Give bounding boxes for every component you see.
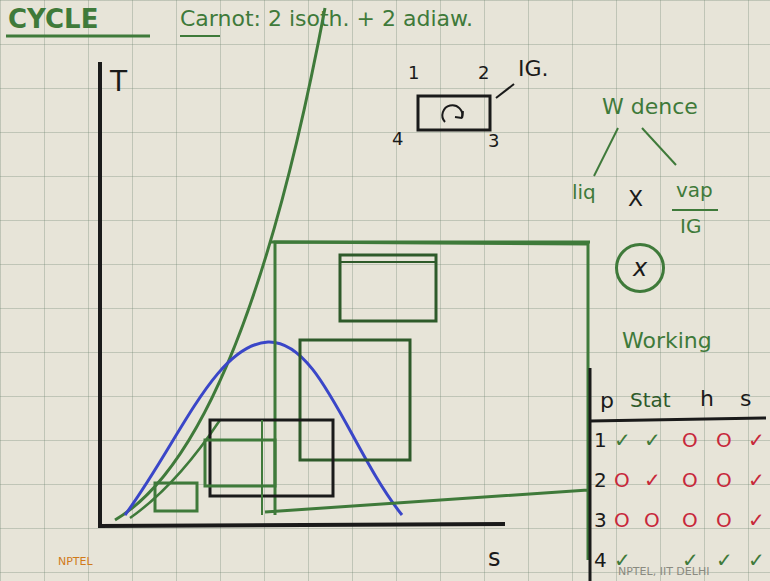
branch-line	[594, 128, 618, 176]
table-rule	[589, 368, 592, 581]
title-underline	[6, 35, 150, 38]
table-cell: ✓	[748, 510, 765, 530]
row-number: 1	[594, 430, 607, 450]
table-header: h	[700, 388, 714, 410]
isobar-curve	[115, 8, 325, 520]
table-cell: O	[716, 470, 732, 490]
cycle-line	[261, 420, 263, 515]
row-number: 4	[594, 550, 607, 570]
cycle-rect	[155, 483, 197, 511]
row-number: 2	[594, 470, 607, 490]
state-number: 2	[478, 64, 489, 82]
table-header: p	[600, 390, 614, 412]
table-cell: ✓	[644, 470, 661, 490]
label: IG	[680, 216, 701, 236]
table-header: s	[740, 388, 751, 410]
state-number: 4	[392, 130, 403, 148]
table-cell: ✓	[614, 430, 631, 450]
label: liq	[572, 182, 596, 202]
table-rule	[590, 418, 766, 421]
leader-line	[496, 84, 514, 98]
saturation-dome	[125, 342, 402, 515]
table-header: Stat	[630, 390, 671, 410]
axis-label: s	[488, 546, 501, 570]
table-cell: O	[682, 470, 698, 490]
title: CYCLE	[8, 6, 98, 32]
cycle-rect	[205, 440, 275, 486]
heading-note: Carnot: 2 isoth. + 2 adiaw.	[180, 8, 473, 30]
table-cell: ✓	[716, 550, 733, 570]
axis-label: T	[110, 68, 127, 96]
branch-line	[642, 128, 676, 165]
cycle-arrow-head	[455, 111, 463, 118]
label: IG.	[518, 58, 549, 80]
circled-node: x	[615, 243, 665, 293]
state-number: 1	[408, 64, 419, 82]
cycle-top	[270, 241, 590, 244]
s-axis	[98, 524, 505, 526]
fraction-bar	[672, 209, 718, 211]
logo-text: NPTEL	[58, 556, 93, 567]
table-cell: O	[644, 510, 660, 530]
underline	[180, 35, 220, 37]
table-cell: ✓	[748, 430, 765, 450]
cycle-rect	[300, 340, 410, 460]
table-cell: O	[682, 430, 698, 450]
table-cell: O	[716, 430, 732, 450]
node-text: x	[633, 254, 647, 282]
label: X	[628, 188, 643, 210]
label: vap	[676, 180, 713, 200]
table-cell: ✓	[748, 550, 765, 570]
state-number: 3	[488, 132, 499, 150]
table-cell: ✓	[748, 470, 765, 490]
row-number: 3	[594, 510, 607, 530]
label: Working	[622, 330, 712, 352]
watermark: NPTEL, IIT DELHI	[618, 566, 709, 577]
table-cell: O	[716, 510, 732, 530]
label: W dence	[602, 96, 698, 118]
cycle-rect-line	[340, 261, 436, 263]
table-cell: O	[682, 510, 698, 530]
table-cell: O	[614, 510, 630, 530]
table-cell: ✓	[644, 430, 661, 450]
cycle-rect	[340, 255, 436, 321]
carnot-box	[418, 96, 490, 130]
t-axis	[98, 62, 102, 528]
cycle-outline	[265, 242, 588, 560]
cycle-arrow	[442, 105, 462, 122]
table-cell: O	[614, 470, 630, 490]
